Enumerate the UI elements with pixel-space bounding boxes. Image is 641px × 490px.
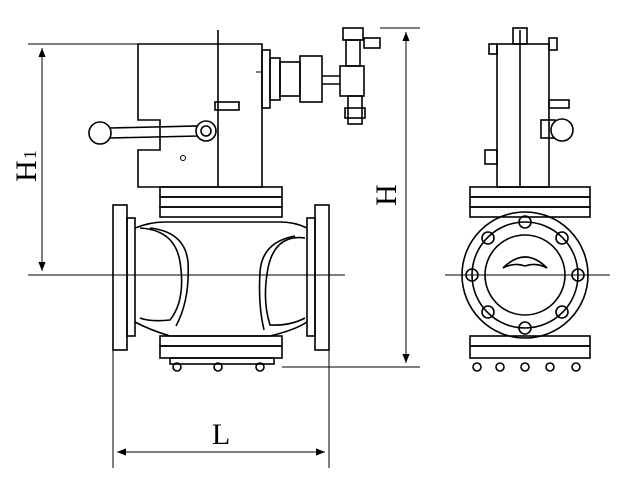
l-label: L (212, 418, 230, 451)
dimension-l: L (112, 350, 330, 468)
pilot-fitting (256, 27, 381, 125)
actuator-housing (88, 30, 263, 188)
front-view (88, 27, 381, 372)
bonnet-flange (159, 186, 283, 218)
h1-label: H (10, 160, 43, 182)
svg-text:H1: H1 (10, 150, 43, 182)
handle-ball (88, 121, 112, 145)
h-label: H (370, 184, 403, 206)
dimension-h1: H1 (10, 43, 138, 276)
h1-subscript: 1 (20, 150, 40, 159)
side-view (445, 27, 610, 372)
valve-body (112, 204, 330, 372)
dimension-h: H (282, 27, 420, 368)
